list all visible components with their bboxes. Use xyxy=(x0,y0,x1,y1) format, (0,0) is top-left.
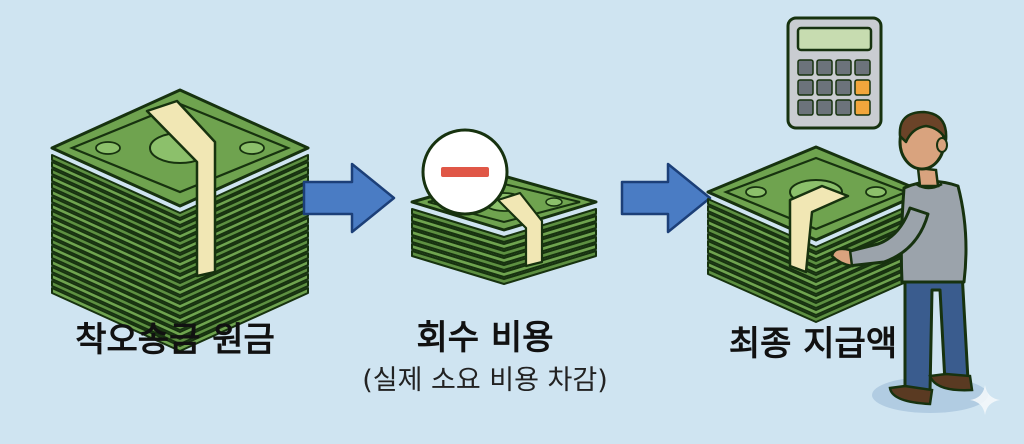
money-stack-cost xyxy=(410,174,598,285)
step-final-title: 최종 지급액 xyxy=(728,324,898,364)
arrow-right-icon xyxy=(302,162,396,234)
sparkle-icon xyxy=(970,385,1000,415)
step-cost-subtitle: (실제 소요 비용 차감) xyxy=(362,365,608,396)
calculator-icon xyxy=(786,16,883,130)
person-figure xyxy=(830,110,988,413)
arrow-right-icon xyxy=(620,162,712,234)
step-cost-title: 회수 비용 xyxy=(416,318,554,358)
minus-icon xyxy=(421,128,509,216)
step-original-title: 착오송금 원금 xyxy=(75,320,275,360)
